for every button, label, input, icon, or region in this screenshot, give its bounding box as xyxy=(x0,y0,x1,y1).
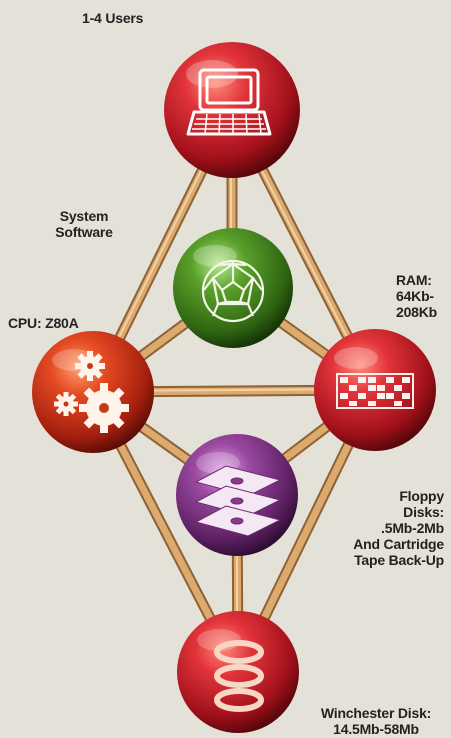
floppy-label-line: Disks: xyxy=(403,504,444,520)
software-sphere xyxy=(173,228,293,348)
ram-label-line: 64Kb- xyxy=(396,288,434,304)
users-label: 1-4 Users xyxy=(82,10,144,26)
floppy-disks-icon xyxy=(194,465,282,537)
ram-label-line: RAM: xyxy=(396,272,432,288)
memory-grid-icon xyxy=(336,373,414,409)
winchester-sphere xyxy=(177,611,299,733)
floppy-label: Floppy Disks: .5Mb-2Mb And Cartridge Tap… xyxy=(318,488,444,568)
winchester-label: Winchester Disk: 14.5Mb-58Mb xyxy=(302,705,450,737)
winchester-label-line: 14.5Mb-58Mb xyxy=(333,721,419,737)
floppy-label-line: Tape Back-Up xyxy=(354,552,444,568)
computer-terminal-icon xyxy=(186,68,272,136)
software-node xyxy=(173,228,293,348)
geodesic-sphere-icon xyxy=(201,259,265,323)
ram-node xyxy=(314,329,436,451)
software-label-line: System xyxy=(59,208,109,224)
floppy-label-line: And Cartridge xyxy=(353,536,444,552)
ram-label: RAM: 64Kb- 208Kb xyxy=(396,272,451,320)
winchester-node xyxy=(177,611,299,733)
cpu-node xyxy=(32,331,154,453)
ram-label-line: 208Kb xyxy=(396,304,438,320)
winchester-label-line: Winchester Disk: xyxy=(320,705,432,721)
cpu-label: CPU: Z80A xyxy=(8,315,79,331)
gears-icon xyxy=(54,351,129,433)
software-label: System Software xyxy=(52,208,116,240)
disk-platters-icon xyxy=(214,640,264,712)
floppy-label-line: Floppy xyxy=(399,488,444,504)
floppy-node xyxy=(176,434,298,556)
floppy-label-line: .5Mb-2Mb xyxy=(381,520,444,536)
users-node xyxy=(164,42,300,178)
software-label-line: Software xyxy=(55,224,113,240)
